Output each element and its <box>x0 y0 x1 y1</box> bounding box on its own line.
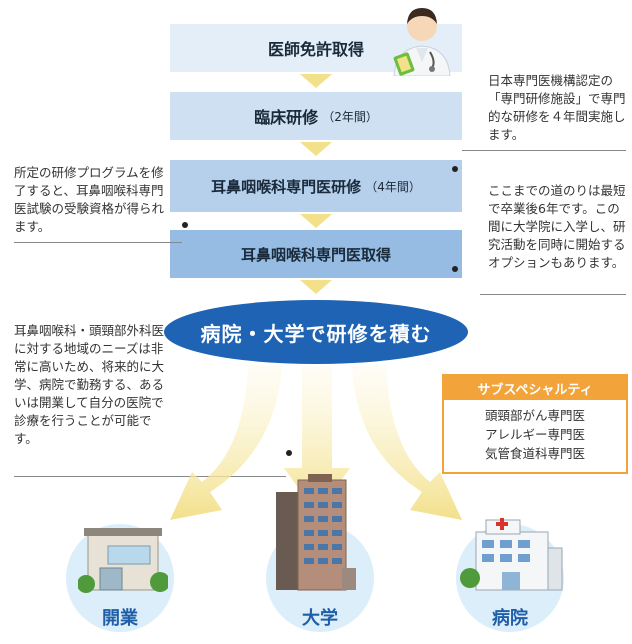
step-license-label: 医師免許取得 <box>267 40 364 59</box>
step-ent-training-label: 耳鼻咽喉科専門医研修 <box>211 177 362 196</box>
note-dot-mid-right <box>452 266 458 272</box>
note-dot-top-right <box>452 166 458 172</box>
step-ent-training: 耳鼻咽喉科専門医研修 （4年間） <box>170 160 462 212</box>
note-line-mid-right <box>480 294 626 295</box>
destination-university-label: 大学 <box>302 608 338 629</box>
note-exam-eligibility: 所定の研修プログラムを修了すると、耳鼻咽喉科専門医試験の受験資格が得られます。 <box>14 165 165 234</box>
step-clinical-training-label: 臨床研修 <box>254 108 319 127</box>
step-ent-certification: 耳鼻咽喉科専門医取得 <box>170 230 462 278</box>
note-dot-left1 <box>182 222 188 228</box>
note-line-top-right <box>462 150 626 151</box>
subspecialty-item: アレルギー専門医 <box>484 427 585 442</box>
chevron-4 <box>300 280 332 294</box>
training-ellipse-label: 病院・大学で研修を積む <box>200 321 432 346</box>
branch-arrows <box>170 366 462 520</box>
note-line-left2 <box>14 476 286 477</box>
arrow-to-clinic <box>170 366 282 520</box>
chevron-3 <box>300 214 332 228</box>
note-training-facility: 日本専門医機構認定の「専門研修施設」で専門的な研修を４年間実施します。 <box>488 73 626 142</box>
step-clinical-training: 臨床研修 （2年間） <box>170 92 462 140</box>
chevron-1 <box>300 74 332 88</box>
destination-hospital-label: 病院 <box>492 608 528 629</box>
hospital-building-icon <box>460 518 563 591</box>
subspecialty-item: 気管食道科専門医 <box>484 446 585 461</box>
arrow-to-university <box>284 366 350 514</box>
clinic-building-icon <box>78 528 168 593</box>
destination-clinic-label: 開業 <box>102 608 138 629</box>
note-regional-needs: 耳鼻咽喉科・頭頸部外科医に対する地域のニーズは非常に高いため、将来的に大学、病院… <box>14 323 165 446</box>
note-dot-left2 <box>286 450 292 456</box>
note-shortest-path: ここまでの道のりは最短で卒業後6年です。この間に大学院に入学し、研究活動を同時に… <box>488 183 626 270</box>
step-ent-certification-label: 耳鼻咽喉科専門医取得 <box>240 245 391 264</box>
step-ent-training-duration: （4年間） <box>365 179 421 194</box>
training-ellipse: 病院・大学で研修を積む <box>164 300 468 364</box>
doctor-icon <box>393 8 451 76</box>
step-clinical-training-duration: （2年間） <box>322 109 378 124</box>
subspecialty-title: サブスペシャルティ <box>444 376 626 400</box>
chevron-2 <box>300 142 332 156</box>
note-line-left1 <box>14 242 182 243</box>
arrow-to-hospital <box>352 366 462 520</box>
subspecialty-item: 頭頸部がん専門医 <box>484 408 585 423</box>
subspecialty-box: サブスペシャルティ 頭頸部がん専門医 アレルギー専門医 気管食道科専門医 <box>442 374 628 474</box>
university-tower-icon <box>276 474 356 591</box>
